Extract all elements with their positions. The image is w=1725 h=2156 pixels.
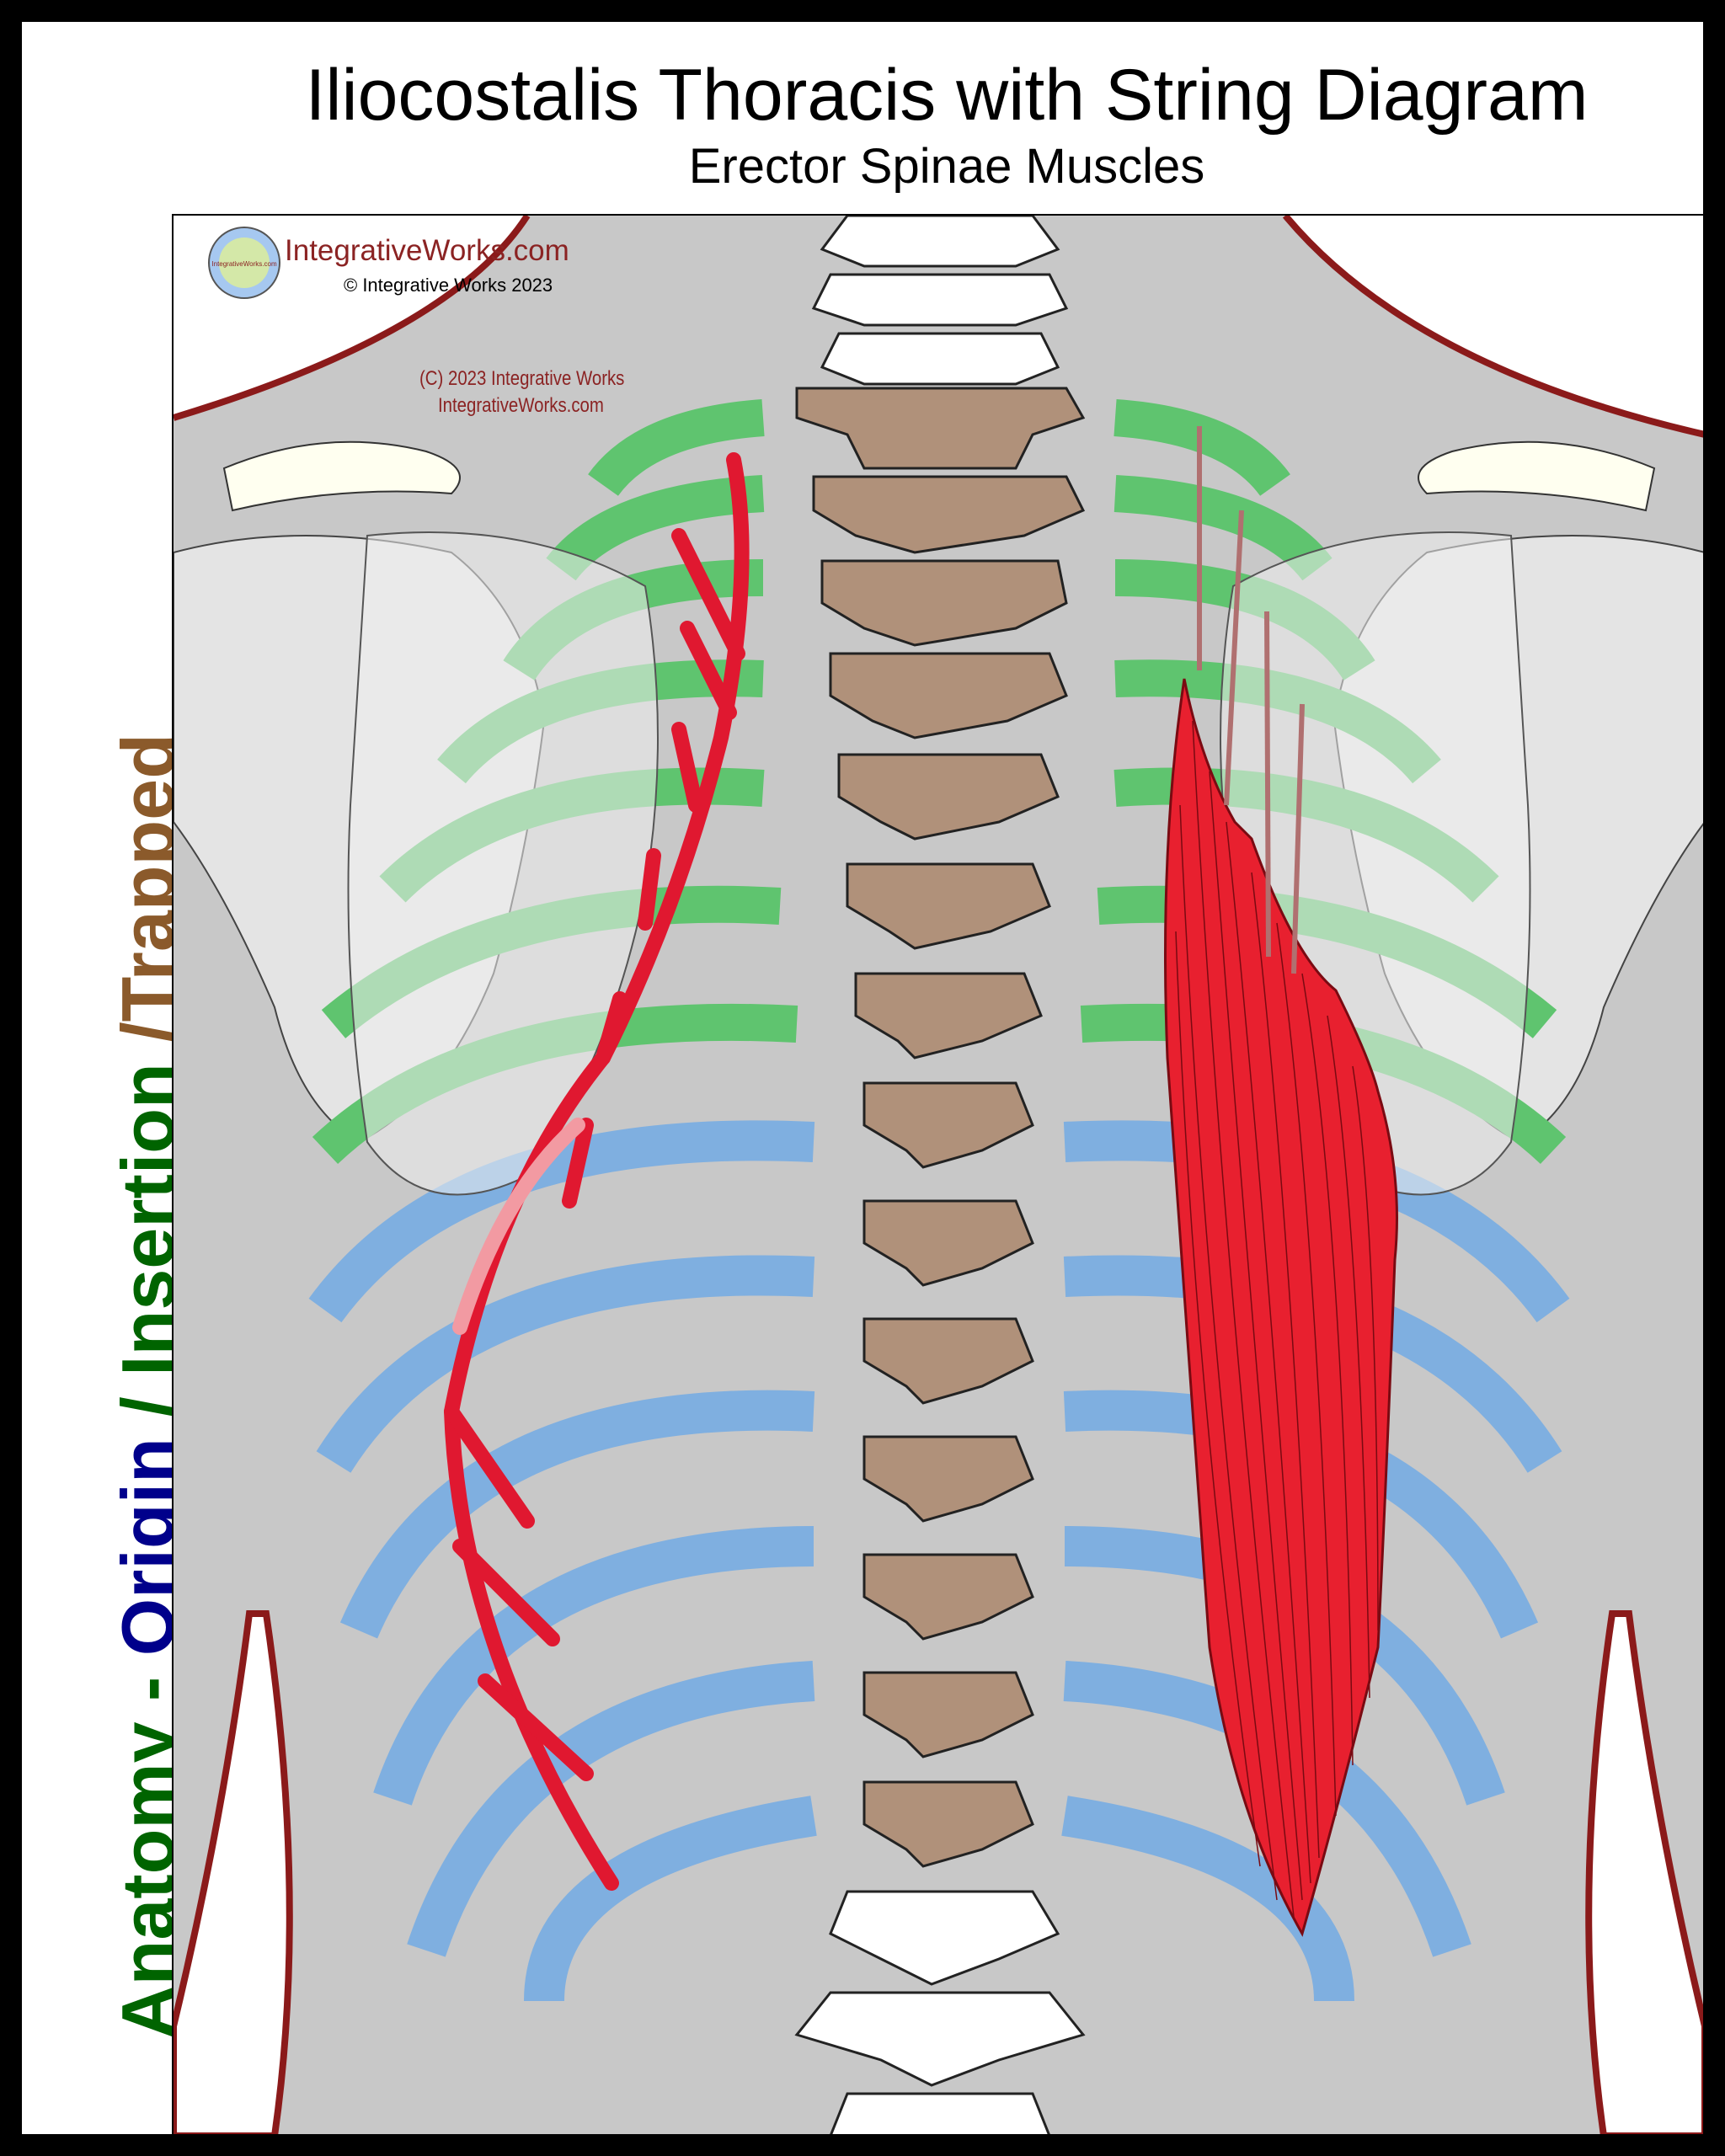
iliocostalis-thoracis-muscle	[1164, 426, 1398, 1937]
string-faded-segment	[452, 1118, 585, 1335]
shoulder-outline-left	[174, 216, 531, 421]
watermark-line1: (C) 2023 Integrative Works	[419, 367, 625, 390]
string-branch-7	[444, 1404, 535, 1529]
cervical-vertebrae	[811, 216, 1069, 386]
string-branch-9	[478, 1673, 594, 1781]
clavicle-left	[222, 440, 461, 512]
string-branch-6	[562, 1118, 594, 1209]
thoracic-vertebrae	[795, 387, 1086, 1868]
string-branch-1	[671, 528, 745, 661]
clavicle-right	[1418, 440, 1656, 512]
anatomy-svg: IntegrativeWorks.com	[174, 216, 1703, 2134]
string-branch-3	[671, 722, 703, 813]
poster-frame: Iliocostalis Thoracis with String Diagra…	[22, 22, 1703, 2134]
iliac-crest-right	[1585, 1610, 1703, 2134]
page-subtitle: Erector Spinae Muscles	[688, 139, 1205, 194]
lumbar-vertebrae	[794, 1890, 1086, 2134]
string-branch-2	[680, 621, 737, 720]
string-branch-8	[452, 1539, 560, 1646]
string-diagram	[443, 452, 750, 1891]
string-branch-5	[595, 991, 628, 1065]
shoulder-outline-right	[1282, 216, 1703, 438]
string-branch-4	[638, 848, 661, 931]
brand-name: IntegrativeWorks.com	[285, 234, 569, 267]
brand-logo-inner	[219, 237, 270, 288]
page-title: Iliocostalis Thoracis with String Diagra…	[305, 55, 1589, 136]
brand-copyright: © Integrative Works 2023	[344, 275, 553, 296]
watermark-line2: IntegrativeWorks.com	[438, 394, 604, 417]
neck-right-bg	[1285, 216, 1703, 435]
string-main-line	[443, 452, 750, 1891]
anatomy-illustration: IntegrativeWorks.com	[172, 214, 1703, 2134]
iliac-crest-left	[174, 1610, 293, 2134]
brand-logo-text: IntegrativeWorks.com	[211, 260, 277, 268]
